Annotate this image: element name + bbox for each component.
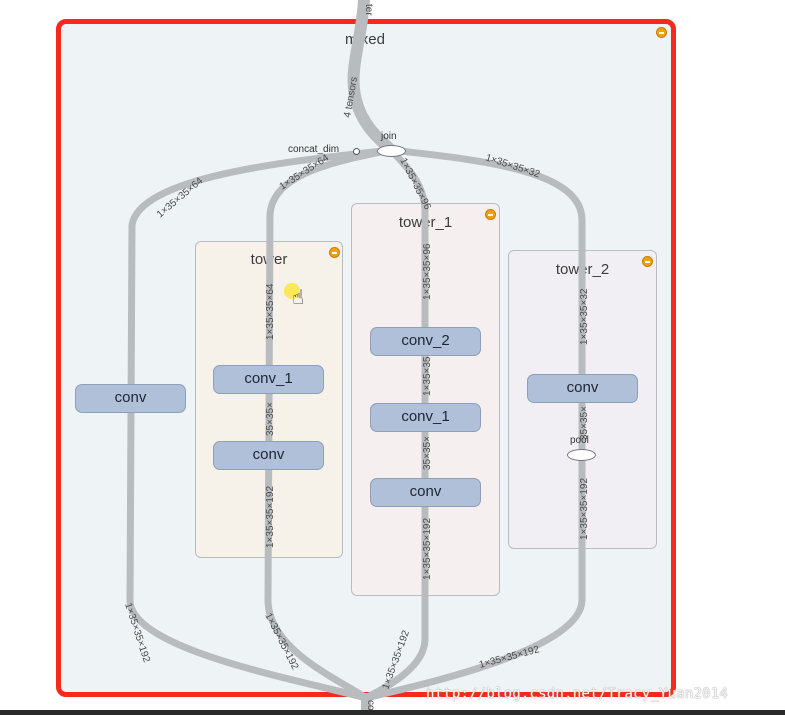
- edge-label-tower2-in: 1×35×35×32: [579, 288, 590, 345]
- concat-dim-node[interactable]: [353, 148, 360, 155]
- edge-join-left[interactable]: [126, 146, 395, 702]
- edge-label-left-64: 1×35×35×64: [155, 175, 206, 220]
- edge-label-bottom-cut: co: [365, 700, 376, 711]
- edge-label-left-out: 1×35×35×192: [122, 602, 152, 665]
- pool-label: pool: [570, 435, 589, 446]
- op-tower-conv[interactable]: conv: [213, 441, 324, 470]
- edge-label-tower1-top: 1×35×35×96: [422, 243, 433, 300]
- edge-join-tower[interactable]: [264, 146, 395, 702]
- watermark: http://blog.csdn.net/Tracy_Yuan2014: [426, 686, 729, 702]
- join-node[interactable]: [377, 145, 406, 157]
- edge-label-tower-mid: 35×35×: [265, 402, 276, 436]
- op-tower2-conv[interactable]: conv: [527, 374, 638, 403]
- op-tower-conv-1[interactable]: conv_1: [213, 365, 324, 394]
- op-conv-left[interactable]: conv: [75, 384, 186, 413]
- edge-join-tower2[interactable]: [362, 146, 586, 702]
- bottom-bar: [0, 710, 785, 715]
- tower-collapse-icon[interactable]: [329, 247, 340, 258]
- join-label: join: [381, 131, 397, 142]
- edge-join-tower1[interactable]: [362, 146, 429, 702]
- tower-1-collapse-icon[interactable]: [485, 209, 496, 220]
- edge-label-tower2-bottom: 1×35×35×192: [478, 644, 541, 671]
- hand-cursor-icon: ☝: [292, 287, 305, 309]
- edge-label-tower2-out: 1×35×35×192: [579, 478, 590, 540]
- cursor-highlight: [284, 283, 300, 299]
- edge-label-tower1-96: 1×35×35×96: [397, 156, 433, 212]
- edge-label-tower1-mid: 1×35×35×: [422, 351, 433, 396]
- pool-node[interactable]: [567, 449, 596, 461]
- edge-top-input[interactable]: [347, 0, 397, 156]
- edge-label-tower1-out: 1×35×35×192: [422, 518, 433, 580]
- edge-label-tower2-mid: 35×35×: [579, 406, 590, 440]
- edge-label-tower1-mid2: 35×35×: [422, 436, 433, 470]
- edge-label-top-cut: ter: [363, 4, 374, 16]
- op-tower1-conv-2[interactable]: conv_2: [370, 327, 481, 356]
- tower-2-collapse-icon[interactable]: [642, 256, 653, 267]
- edge-label-tower-in-64: 1×35×35×64: [265, 283, 276, 340]
- op-tower1-conv-1[interactable]: conv_1: [370, 403, 481, 432]
- op-tower1-conv[interactable]: conv: [370, 478, 481, 507]
- edge-label-tower-bottom: 1×35×35×192: [262, 611, 300, 672]
- concat-dim-label: concat_dim: [288, 144, 340, 155]
- edge-label-tower-out: 1×35×35×192: [265, 486, 276, 548]
- mixed-collapse-icon[interactable]: [656, 27, 667, 38]
